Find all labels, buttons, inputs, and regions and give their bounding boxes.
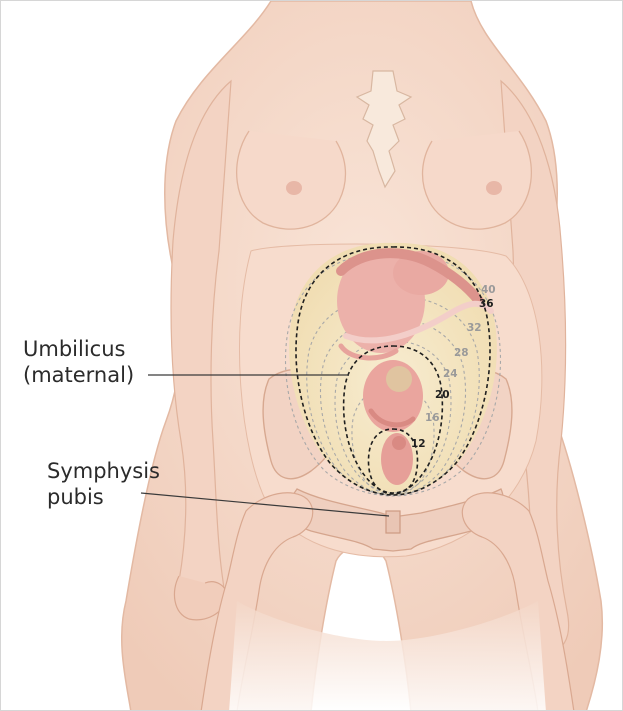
umbilicus-label-line2: (maternal) xyxy=(23,362,134,388)
symphysis-pubis-joint xyxy=(386,511,400,533)
right-breast xyxy=(423,131,532,229)
week-label-40: 40 xyxy=(481,284,496,296)
umbilicus-label-line1: Umbilicus xyxy=(23,336,134,362)
left-breast xyxy=(237,131,346,229)
right-nipple xyxy=(486,181,502,195)
symphysis-label-line2: pubis xyxy=(47,484,160,510)
week-label-32: 32 xyxy=(467,322,482,334)
left-nipple xyxy=(286,181,302,195)
symphysis-label-line1: Symphysis xyxy=(47,458,160,484)
symphysis-label: Symphysis pubis xyxy=(47,458,160,510)
week-label-12: 12 xyxy=(411,438,426,450)
week-label-16: 16 xyxy=(425,412,440,424)
week-label-24: 24 xyxy=(443,368,458,380)
fetus-12-weeks xyxy=(381,433,413,485)
week-label-28: 28 xyxy=(454,347,469,359)
week-label-36: 36 xyxy=(479,298,494,310)
umbilicus-label: Umbilicus (maternal) xyxy=(23,336,134,388)
fetus-20-weeks xyxy=(363,360,423,432)
week-label-20: 20 xyxy=(435,389,450,401)
